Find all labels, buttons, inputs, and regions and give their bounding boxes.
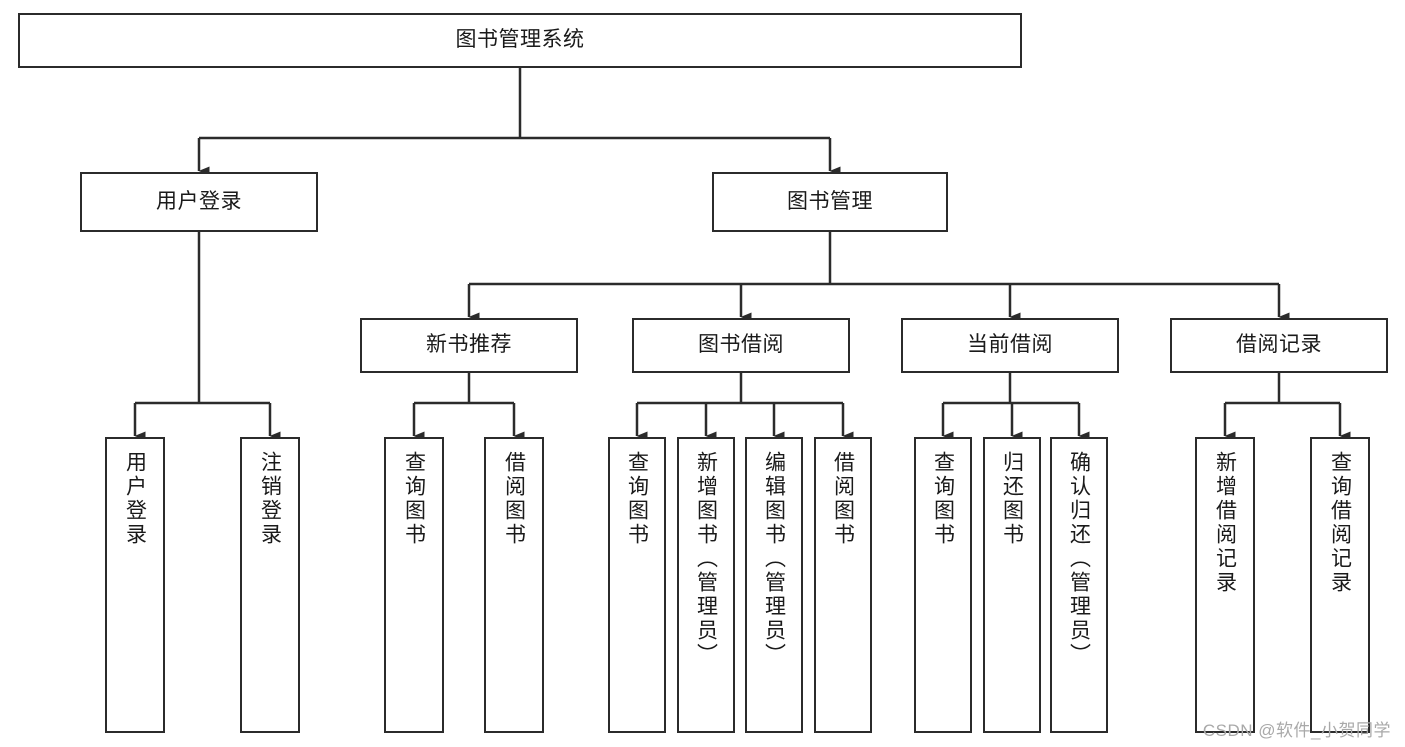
node-leaf-query-book-1[interactable]: 查询图书 (384, 437, 444, 733)
node-label-borrow-record: 借阅记录 (1236, 333, 1322, 357)
node-leaf-add-record[interactable]: 新增借阅记录 (1195, 437, 1255, 733)
node-label-leaf-user-login: 用户登录 (123, 451, 147, 547)
node-label-leaf-edit-book: 编辑图书（管理员） (762, 451, 786, 667)
node-label-user-login: 用户登录 (156, 189, 242, 213)
node-label-leaf-borrow-book-1: 借阅图书 (502, 451, 526, 547)
node-book-borrow[interactable]: 图书借阅 (632, 318, 850, 373)
node-leaf-borrow-book-1[interactable]: 借阅图书 (484, 437, 544, 733)
node-label-leaf-query-record: 查询借阅记录 (1328, 451, 1352, 595)
watermark-text: CSDN @软件_小贺同学 (1202, 721, 1391, 740)
node-book-manage[interactable]: 图书管理 (712, 172, 948, 232)
node-label-current-borrow: 当前借阅 (967, 333, 1053, 357)
node-label-leaf-query-book-1: 查询图书 (402, 451, 426, 547)
node-label-leaf-query-book-3: 查询图书 (931, 451, 955, 547)
node-label-leaf-return-book: 归还图书 (1000, 451, 1024, 547)
node-label-leaf-add-record: 新增借阅记录 (1213, 451, 1237, 595)
node-label-book-manage: 图书管理 (787, 189, 873, 213)
node-label-new-book-rec: 新书推荐 (426, 333, 512, 357)
node-label-leaf-confirm-return: 确认归还（管理员） (1067, 451, 1091, 667)
node-label-root: 图书管理系统 (455, 28, 585, 52)
node-label-book-borrow: 图书借阅 (698, 333, 784, 357)
node-label-leaf-logout: 注销登录 (258, 451, 282, 547)
node-borrow-record[interactable]: 借阅记录 (1170, 318, 1388, 373)
node-leaf-query-book-3[interactable]: 查询图书 (914, 437, 972, 733)
node-leaf-borrow-book-2[interactable]: 借阅图书 (814, 437, 872, 733)
node-leaf-query-record[interactable]: 查询借阅记录 (1310, 437, 1370, 733)
node-leaf-return-book[interactable]: 归还图书 (983, 437, 1041, 733)
node-label-leaf-add-book: 新增图书（管理员） (694, 451, 718, 667)
node-leaf-confirm-return[interactable]: 确认归还（管理员） (1050, 437, 1108, 733)
node-root[interactable]: 图书管理系统 (18, 13, 1022, 68)
node-label-leaf-query-book-2: 查询图书 (625, 451, 649, 547)
node-current-borrow[interactable]: 当前借阅 (901, 318, 1119, 373)
node-leaf-add-book[interactable]: 新增图书（管理员） (677, 437, 735, 733)
node-label-leaf-borrow-book-2: 借阅图书 (831, 451, 855, 547)
node-leaf-user-login[interactable]: 用户登录 (105, 437, 165, 733)
node-leaf-logout[interactable]: 注销登录 (240, 437, 300, 733)
node-leaf-query-book-2[interactable]: 查询图书 (608, 437, 666, 733)
node-new-book-rec[interactable]: 新书推荐 (360, 318, 578, 373)
node-user-login[interactable]: 用户登录 (80, 172, 318, 232)
node-leaf-edit-book[interactable]: 编辑图书（管理员） (745, 437, 803, 733)
